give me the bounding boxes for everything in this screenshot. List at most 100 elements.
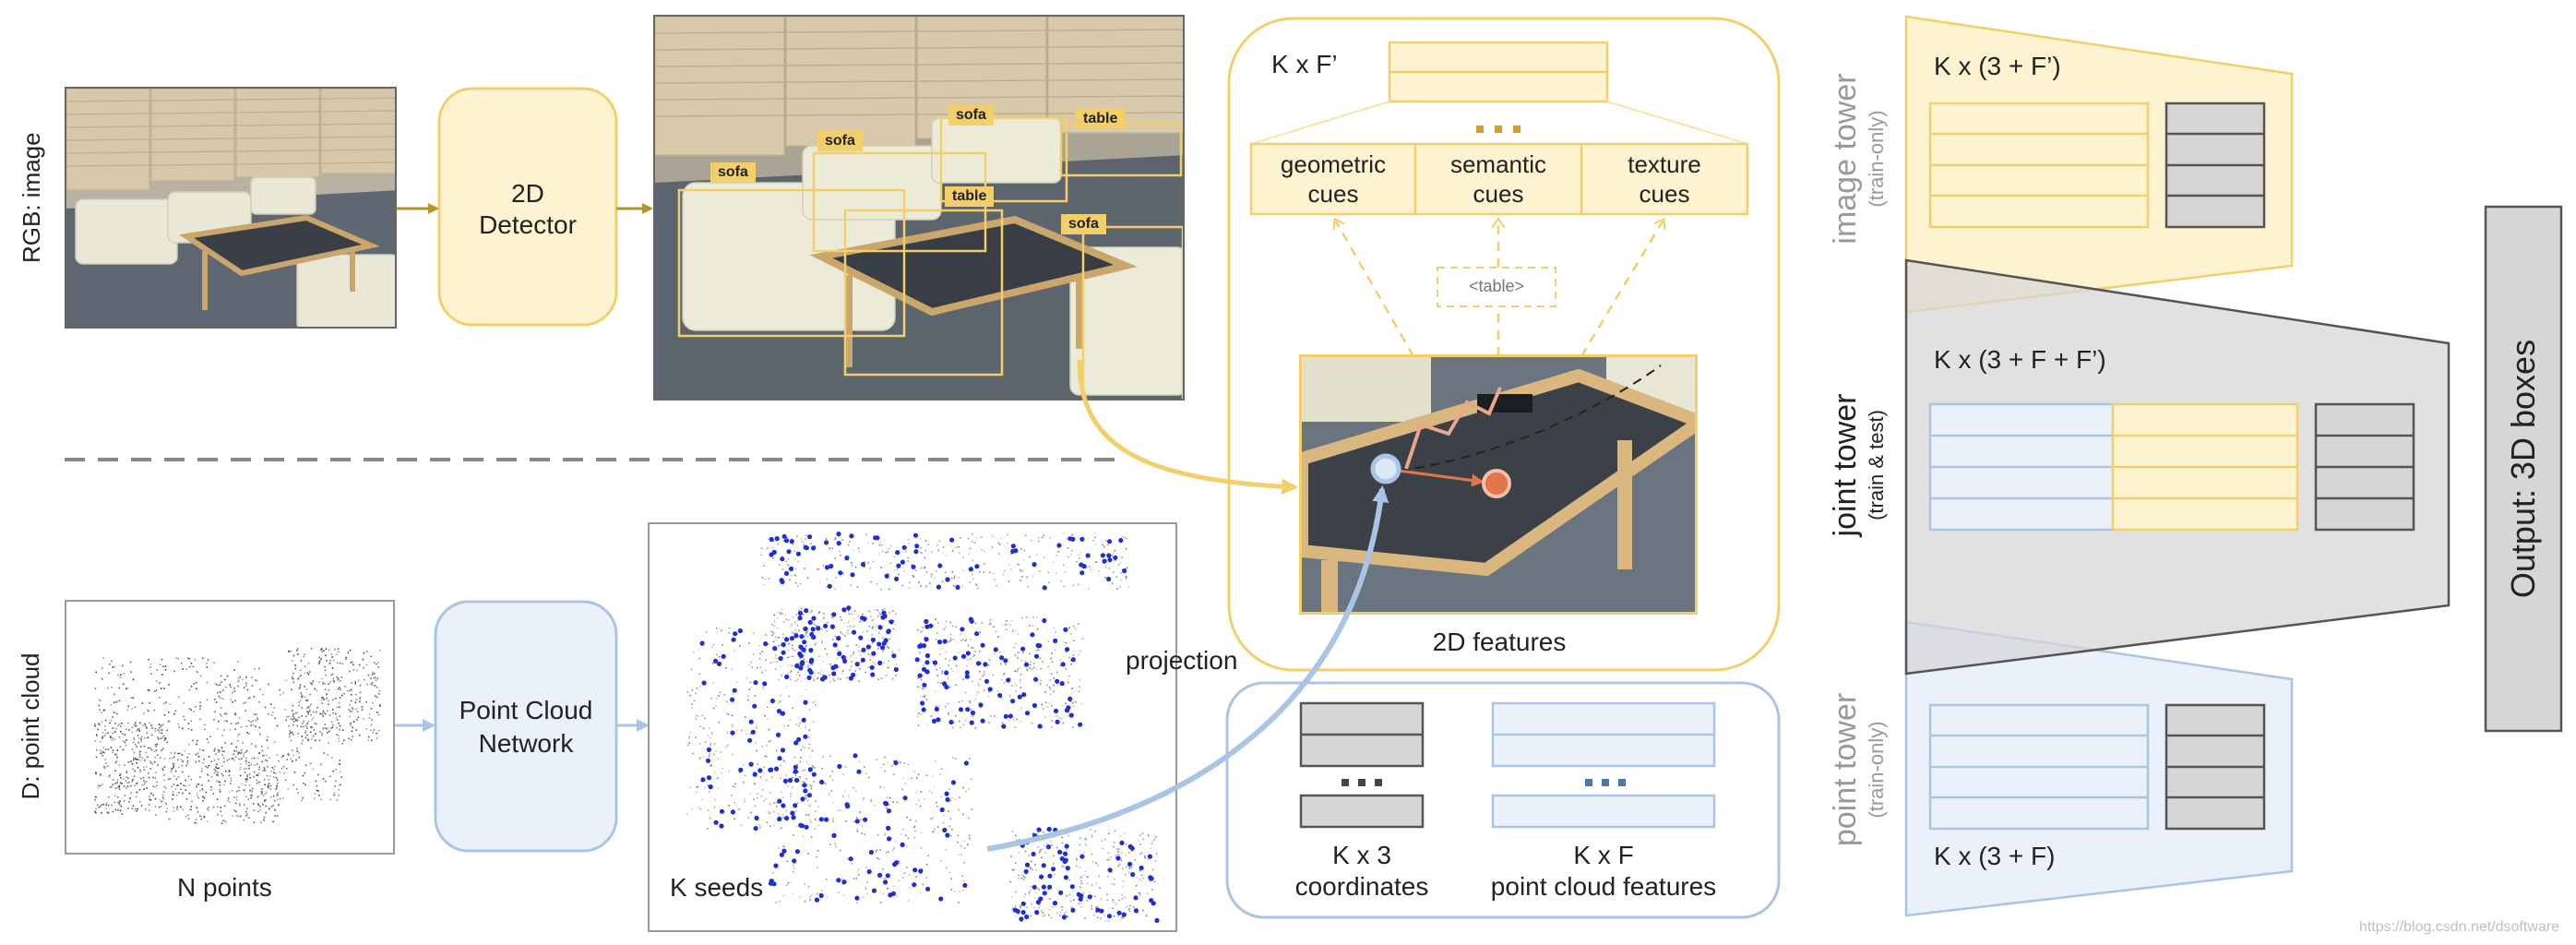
seed-cloud-point bbox=[789, 626, 792, 628]
seed-cloud-point bbox=[792, 893, 794, 895]
seed-cloud-point bbox=[696, 786, 698, 788]
seed-cloud-point bbox=[868, 610, 870, 613]
cloud-point bbox=[115, 760, 118, 762]
seed-cloud-point bbox=[1030, 889, 1032, 891]
seed-cloud-point bbox=[919, 538, 922, 540]
seed-cloud-point bbox=[775, 806, 778, 807]
cloud-point bbox=[150, 726, 152, 729]
cloud-point bbox=[290, 758, 292, 760]
cloud-point bbox=[163, 714, 166, 716]
seed-cloud-point bbox=[908, 543, 911, 544]
seed-cloud-point bbox=[1054, 649, 1056, 652]
cloud-point bbox=[273, 768, 275, 771]
seed-point bbox=[965, 707, 971, 712]
seed-cloud-point bbox=[796, 802, 799, 805]
seed-cloud-point bbox=[759, 666, 762, 668]
cloud-point bbox=[303, 720, 305, 723]
seed-cloud-point bbox=[1106, 859, 1109, 861]
cloud-point bbox=[297, 653, 299, 655]
cloud-point bbox=[98, 723, 100, 725]
seed-cloud-point bbox=[720, 751, 722, 753]
cloud-point bbox=[149, 760, 151, 762]
seed-cloud-point bbox=[885, 552, 887, 554]
seed-cloud-point bbox=[793, 772, 794, 773]
seed-cloud-point bbox=[805, 794, 807, 796]
seed-cloud-point bbox=[759, 652, 761, 654]
cloud-point bbox=[314, 723, 316, 724]
cloud-point bbox=[304, 696, 306, 698]
seed-point bbox=[837, 651, 842, 656]
cloud-point bbox=[149, 666, 151, 668]
seed-point bbox=[1070, 907, 1076, 913]
cloud-point bbox=[331, 673, 334, 676]
seed-point bbox=[799, 634, 805, 640]
cloud-point bbox=[168, 721, 171, 723]
cloud-point bbox=[292, 704, 294, 707]
seed-cloud-point bbox=[707, 784, 710, 787]
cloud-point bbox=[365, 701, 367, 703]
seed-cloud-point bbox=[1041, 703, 1044, 706]
seed-cloud-point bbox=[924, 696, 926, 698]
cloud-point bbox=[243, 804, 245, 806]
seed-cloud-point bbox=[1029, 866, 1032, 868]
cloud-point bbox=[233, 809, 236, 812]
seed-cloud-point bbox=[785, 560, 787, 563]
seed-cloud-point bbox=[939, 773, 941, 775]
cloud-point bbox=[130, 792, 132, 794]
seed-point bbox=[1065, 866, 1070, 871]
cues-box bbox=[1249, 142, 1749, 216]
cloud-point bbox=[224, 678, 226, 681]
cloud-point bbox=[148, 689, 150, 691]
seed-point bbox=[789, 636, 794, 641]
cloud-point bbox=[357, 679, 360, 682]
cloud-point bbox=[363, 652, 365, 654]
cloud-point bbox=[137, 741, 139, 744]
cloud-point bbox=[255, 747, 257, 748]
cloud-point bbox=[369, 683, 372, 685]
seed-cloud-point bbox=[1053, 628, 1055, 629]
cloud-point bbox=[123, 673, 125, 675]
seed-cloud-point bbox=[1098, 570, 1100, 573]
seed-cloud-point bbox=[783, 760, 786, 762]
seed-cloud-point bbox=[858, 551, 861, 553]
seed-point bbox=[776, 709, 782, 714]
cloud-point bbox=[196, 785, 197, 788]
seed-cloud-point bbox=[1086, 882, 1089, 885]
seed-cloud-point bbox=[948, 664, 949, 666]
seed-cloud-point bbox=[888, 804, 890, 806]
cloud-point bbox=[219, 691, 221, 693]
cloud-point bbox=[163, 779, 165, 782]
seed-cloud-point bbox=[793, 834, 794, 836]
seed-cloud-point bbox=[735, 804, 738, 806]
seed-cloud-point bbox=[758, 658, 761, 660]
seed-cloud-point bbox=[831, 639, 834, 640]
cloud-point bbox=[302, 723, 304, 724]
cloud-point bbox=[207, 809, 209, 811]
cloud-point bbox=[100, 774, 101, 776]
seed-point bbox=[778, 655, 783, 662]
seed-cloud-point bbox=[716, 698, 718, 700]
seed-point bbox=[1017, 694, 1022, 700]
cloud-point bbox=[302, 774, 304, 777]
seed-cloud-point bbox=[831, 616, 833, 618]
seed-point bbox=[1102, 558, 1107, 564]
seed-cloud-point bbox=[713, 807, 716, 808]
cloud-point bbox=[257, 795, 259, 797]
seed-cloud-point bbox=[884, 832, 886, 834]
seed-cloud-point bbox=[1021, 616, 1023, 619]
cloud-point bbox=[292, 710, 293, 712]
cloud-point bbox=[177, 723, 179, 725]
seed-cloud-point bbox=[945, 626, 947, 628]
cloud-point bbox=[241, 751, 243, 754]
cloud-point bbox=[113, 665, 116, 668]
seed-cloud-point bbox=[769, 825, 771, 828]
seed-cloud-point bbox=[1100, 917, 1102, 919]
seed-cloud-point bbox=[708, 755, 710, 758]
seed-point bbox=[856, 769, 862, 774]
seed-cloud-point bbox=[878, 544, 881, 546]
seed-cloud-point bbox=[1015, 915, 1017, 918]
seed-cloud-point bbox=[1067, 681, 1069, 684]
cloud-point bbox=[352, 726, 354, 729]
cloud-point bbox=[112, 716, 113, 718]
